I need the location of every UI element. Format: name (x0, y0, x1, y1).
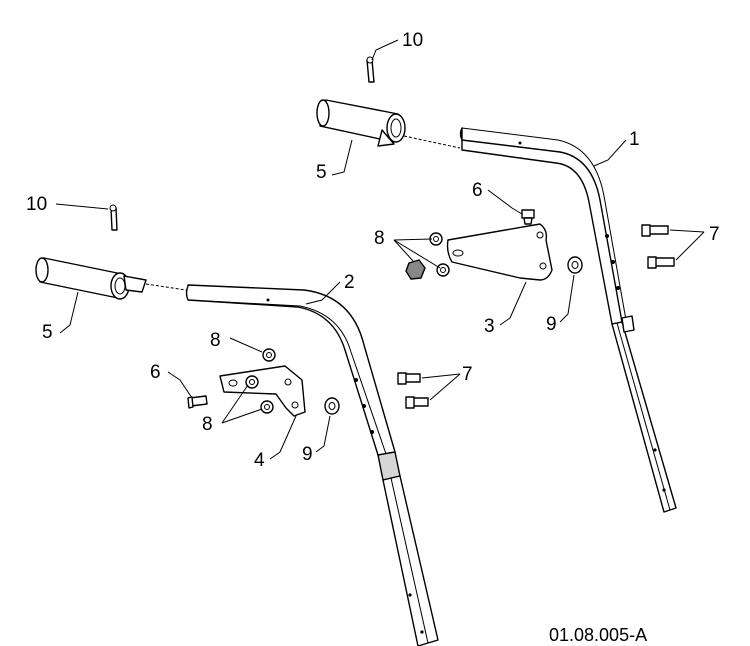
bolt-6-right (521, 209, 535, 225)
callout-10-left: 10 (26, 194, 47, 215)
callout-5-right: 5 (316, 162, 327, 183)
bolts-7-right (641, 224, 675, 269)
callout-7-right: 7 (709, 224, 720, 245)
pin-right (366, 56, 375, 83)
callout-4: 4 (254, 450, 265, 471)
figure-code: 01.08.005-A (549, 625, 647, 645)
callout-6-right: 6 (472, 180, 483, 201)
nuts-8-left (245, 348, 276, 414)
leader-lines (55, 39, 705, 460)
bracket-right (446, 223, 553, 281)
callout-5-left: 5 (42, 322, 53, 343)
grip-left (35, 257, 187, 300)
callout-6-left: 6 (150, 362, 161, 383)
callout-9-right: 9 (546, 314, 557, 335)
callout-3: 3 (484, 316, 495, 337)
bolt-6-left (187, 395, 208, 409)
bracket-left (219, 365, 306, 417)
grip-right (316, 99, 461, 149)
washer-9-right (567, 256, 583, 274)
callout-7-left: 7 (462, 364, 473, 385)
callout-1: 1 (629, 129, 640, 150)
pin-left (109, 204, 118, 231)
bolts-7-left (397, 372, 429, 409)
callout-9-left: 9 (302, 444, 313, 465)
upper-handle-right (459, 127, 677, 513)
callout-2: 2 (344, 272, 355, 293)
upper-handle-left (185, 284, 439, 646)
washer-9-left (324, 397, 340, 415)
nuts-8-right (405, 232, 450, 280)
callout-8-right: 8 (374, 228, 385, 249)
callout-8-left-top: 8 (210, 330, 221, 351)
callout-10-right: 10 (402, 30, 423, 51)
callout-8-left-bottom: 8 (202, 414, 213, 435)
